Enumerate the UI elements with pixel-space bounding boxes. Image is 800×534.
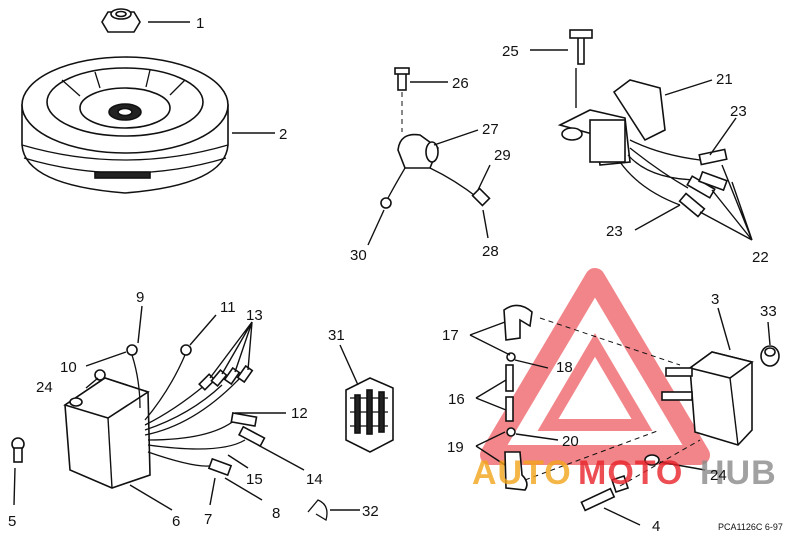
callout-15: 15	[246, 471, 263, 488]
callout-26: 26	[452, 75, 469, 92]
callout-24-left: 24	[36, 379, 53, 396]
callout-2: 2	[279, 126, 287, 143]
callout-32: 32	[362, 503, 379, 520]
part-spark-plug-boots	[503, 304, 681, 491]
watermark-text-moto: MOTO	[578, 454, 683, 492]
callout-21: 21	[716, 71, 733, 88]
callout-3: 3	[711, 291, 719, 308]
part-ignition-coil	[580, 345, 780, 512]
callout-10: 10	[60, 359, 77, 376]
callout-31: 31	[328, 327, 345, 344]
figure-code: PCA1126C 6-97	[718, 522, 783, 532]
part-clip	[307, 499, 328, 522]
callout-5: 5	[8, 513, 16, 530]
callout-27: 27	[482, 121, 499, 138]
callout-1: 1	[196, 15, 204, 32]
callout-23-upper: 23	[730, 103, 747, 120]
callout-29: 29	[494, 147, 511, 164]
callout-12: 12	[291, 405, 308, 422]
part-power-pack	[11, 344, 266, 489]
callout-11: 11	[220, 299, 236, 316]
callout-23-lower: 23	[606, 223, 623, 240]
callout-20: 20	[562, 433, 579, 450]
callout-33: 33	[760, 303, 777, 320]
part-trigger-coil	[380, 67, 491, 209]
callout-19: 19	[447, 439, 464, 456]
watermark-logo	[480, 268, 710, 465]
callout-9: 9	[136, 289, 144, 306]
watermark-text: AUTO MOTO HUB	[472, 454, 777, 492]
callout-28: 28	[482, 243, 499, 260]
callout-7: 7	[204, 511, 212, 528]
part-rectifier	[345, 377, 394, 453]
watermark-text-hub: HUB	[700, 454, 777, 492]
callout-14: 14	[306, 471, 323, 488]
callout-4: 4	[652, 518, 660, 534]
callout-16: 16	[448, 391, 465, 408]
callout-8: 8	[272, 505, 280, 522]
callout-24-right: 24	[710, 467, 727, 484]
callout-17: 17	[442, 327, 459, 344]
callout-30: 30	[350, 247, 367, 264]
part-nut	[101, 8, 141, 33]
callout-22: 22	[752, 249, 769, 266]
watermark-text-auto: AUTO	[472, 454, 572, 492]
part-charge-coil-assembly	[557, 29, 728, 218]
callout-25: 25	[502, 43, 519, 60]
callout-18: 18	[556, 359, 573, 376]
callout-6: 6	[172, 513, 180, 530]
part-flywheel	[21, 56, 229, 194]
callout-13: 13	[246, 307, 263, 324]
callout-labels: 1 2 3 4 5 6 7 8 9 10 11 12 13 14 15 16 1…	[8, 15, 777, 534]
